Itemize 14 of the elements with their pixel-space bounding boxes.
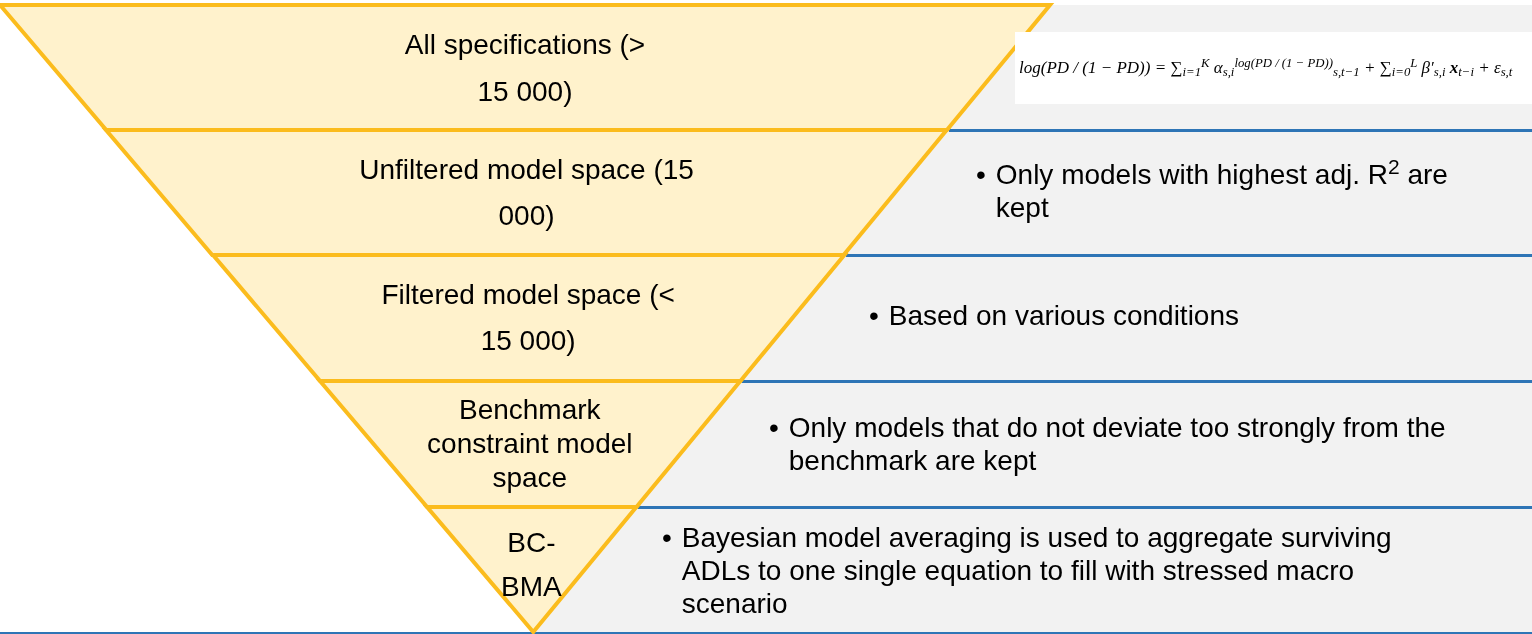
funnel-label: BC-BMA [500, 525, 563, 604]
bullet: • [869, 299, 879, 332]
formula-box [1015, 32, 1532, 104]
bullet: • [662, 521, 672, 555]
description-text: Only models that do not deviate too strongly from the benchmark are kept [788, 411, 1447, 477]
funnel-label: All specifications (> 15 000) [403, 27, 647, 109]
description-text: Based on various conditions [888, 299, 1239, 332]
bullet: • [976, 158, 986, 192]
description-text: Bayesian model averaging is used to aggregate surviving ADLs to one single equation to fill with stressed macro scenario [681, 521, 1393, 620]
description-text: Only models with highest adj. R$^{2}$ are kept [995, 158, 1449, 224]
bullet: • [769, 411, 779, 445]
funnel-label: Benchmark constraint model space [426, 393, 634, 495]
funnel-label: Filtered model space (< 15 000) [380, 278, 676, 358]
funnel-label: Unfiltered model space (15 000) [358, 152, 695, 233]
